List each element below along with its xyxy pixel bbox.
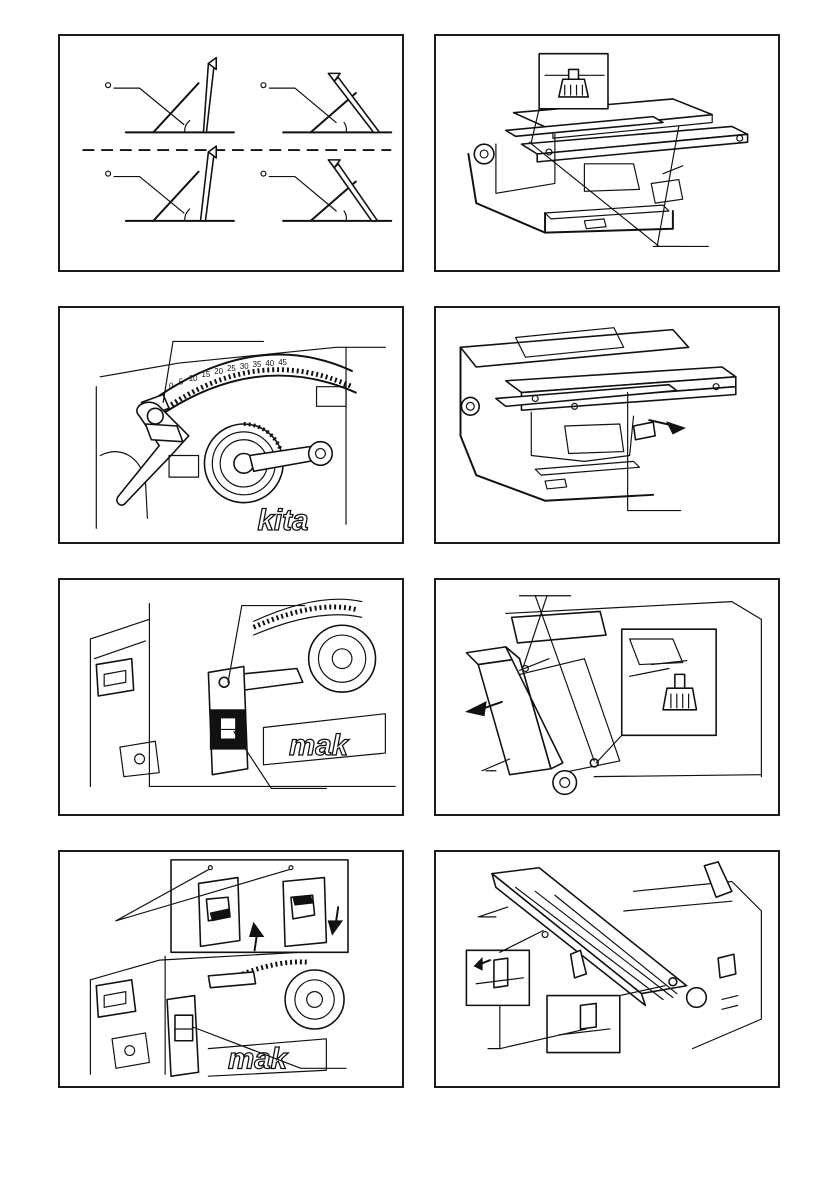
scale-tick-label: 15 [202,370,211,379]
figure-1-angle-gauges [58,34,404,272]
figure-8-extension-table-stops [434,850,780,1088]
brand-text: kita [258,504,309,537]
brand-text: mak [228,1042,289,1075]
switch-operation-illustration: mak [60,852,402,1086]
figure-6-side-extension [434,578,780,816]
figure-2-table-extension-screws [434,34,780,272]
angle-gauge-illustration [60,36,402,270]
switch-box-illustration: mak [60,580,402,814]
scale-tick-label: 0 [169,382,174,391]
scale-tick-label: 45 [278,358,287,367]
extension-table-stops-illustration [436,852,778,1086]
scale-tick-label: 20 [214,367,223,376]
table-extension-illustration [436,36,778,270]
scale-tick-label: 40 [265,359,274,368]
pull-out-extension-illustration [436,308,778,542]
scale-tick-label: 10 [189,374,198,383]
scale-tick-label: 30 [240,362,249,371]
brand-text: mak [289,729,350,762]
figure-5-switch-box: mak [58,578,404,816]
scale-tick-label: 5 [179,378,184,387]
scale-tick-label: 25 [227,364,236,373]
scale-tick-label: 35 [253,360,262,369]
bevel-scale-illustration: 0 5 10 15 20 25 30 35 40 45 kita [60,308,402,542]
side-extension-illustration [436,580,778,814]
figure-3-bevel-scale-lever: 0 5 10 15 20 25 30 35 40 45 kita [58,306,404,544]
figure-4-pull-out-extension [434,306,780,544]
figure-7-switch-operation: mak [58,850,404,1088]
